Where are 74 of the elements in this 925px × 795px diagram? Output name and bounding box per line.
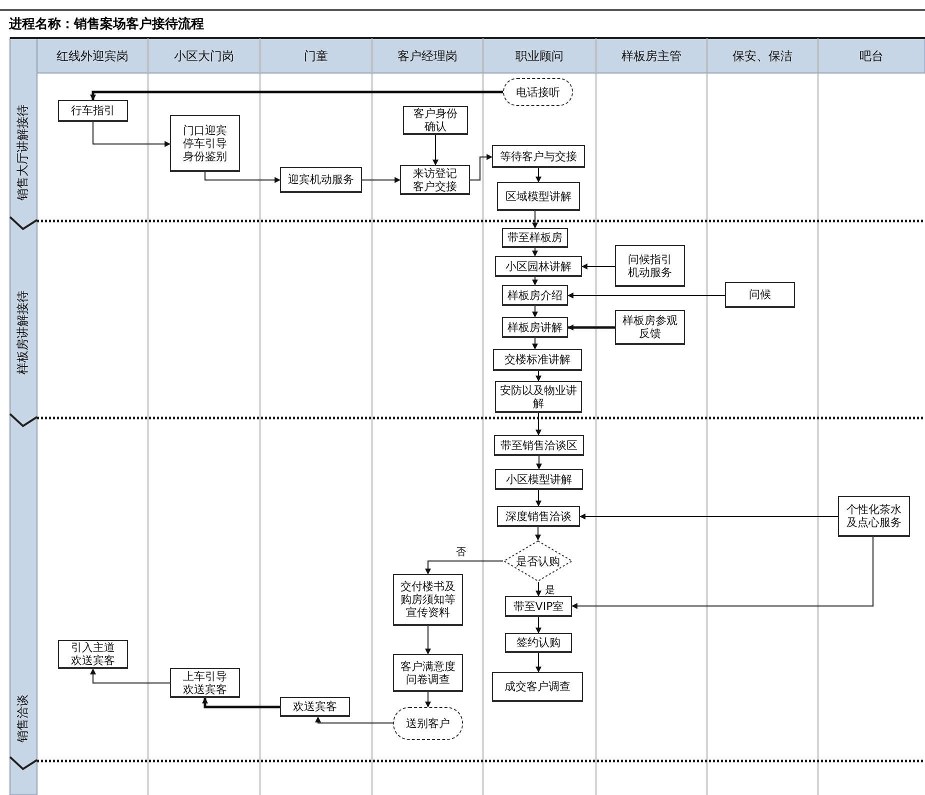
phase-label: 销售大厅讲解接待 [14,104,30,200]
arrow [425,560,504,575]
process-box: 问候 [725,282,795,308]
process-box: 引入主道欢送宾客 [58,640,128,669]
lane-header: 小区大门岗 [174,48,234,65]
process-box: 来访登记客户交接 [400,165,470,195]
arrow [470,154,493,180]
process-box: 交付楼书及购房须知等宣传资料 [393,574,463,626]
process-box: 上车引导欢送宾客 [170,668,240,698]
decision-diamond: 是否认购 [503,540,573,582]
process-box: 行车指引 [58,100,128,122]
arrow [532,210,538,229]
process-box: 小区模型讲解 [495,469,583,490]
arrow [535,526,541,541]
process-box: 带至样板房 [502,228,568,248]
process-box: 问候指引机动服务 [615,245,685,287]
arrow [204,172,281,183]
arrow [532,306,538,318]
arrow [536,582,542,597]
process-box: 交楼标准讲解 [493,349,582,371]
arrow [90,90,503,101]
process-box: 样板房讲解 [502,317,568,338]
arrow [536,616,542,634]
arrow [532,248,538,257]
arrow [432,134,438,166]
process-box: 迎宾机动服务 [280,167,362,193]
arrow [579,514,838,520]
edge-label: 是 [544,585,556,596]
arrow [362,177,401,183]
arrow [536,412,542,436]
process-box: 签约认购 [505,633,572,653]
arrow [536,490,542,507]
arrow [567,324,615,330]
lane-header: 红线外迎宾岗 [56,48,128,65]
phase-label: 销售洽谈 [14,694,30,742]
process-box: 区域模型讲解 [497,182,580,211]
process-box: 带至销售洽谈区 [494,435,584,456]
lane-header: 门童 [304,48,328,65]
arrow [536,168,542,183]
process-box: 安防以及物业讲解 [495,381,582,413]
process-box: 欢送宾客 [280,697,350,717]
arrow [567,292,726,298]
lane-header: 客户经理岗 [398,48,458,65]
arrow [571,536,874,609]
diagram-title: 进程名称：销售案场客户接待流程 [9,16,204,33]
arrow [532,338,538,350]
process-box: 深度销售洽谈 [497,506,580,527]
process-box: 门口迎宾停车引导身份鉴别 [170,115,240,172]
arrow [202,697,280,708]
arrow [536,652,542,673]
phase-label: 样板房讲解接待 [14,290,30,374]
lane-header: 职业顾问 [516,48,564,65]
arrow [90,668,170,684]
lane-header: 保安、保洁 [732,48,792,65]
arrow [536,370,542,382]
process-box: 客户满意度问卷调查 [393,654,463,692]
process-box: 个性化茶水及点心服务 [838,496,910,537]
arrow [532,276,538,286]
lane-header: 样板房主管 [622,48,682,65]
process-box: 小区园林讲解 [495,256,582,277]
process-box: 成交客户调查 [492,672,583,702]
process-box: 样板房介绍 [502,285,568,306]
process-box: 客户身份确认 [403,106,468,135]
arrow [425,692,431,708]
arrow [315,716,394,724]
arrow [581,264,616,270]
arrow [425,626,431,655]
process-box: 样板房参观反馈 [615,310,685,345]
arrow [536,456,542,470]
process-box: 带至VIP室 [505,596,572,617]
edge-label: 否 [455,547,467,558]
arrow [92,122,171,147]
process-box: 等待客户与交接 [492,145,585,168]
lane-header: 吧台 [860,48,884,65]
